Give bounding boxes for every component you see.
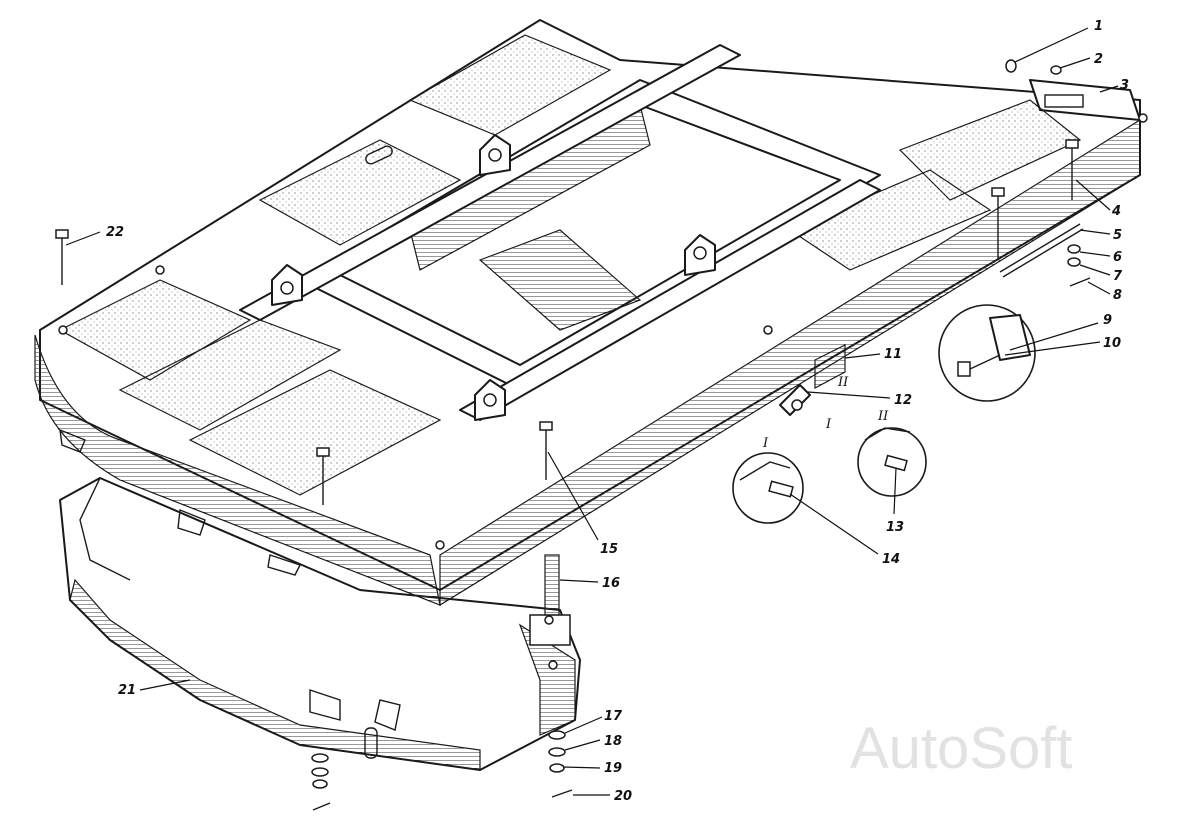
callout-19: 19 bbox=[604, 761, 622, 776]
callout-17: 17 bbox=[604, 709, 623, 724]
callout-22: 22 bbox=[106, 225, 124, 240]
callout-18: 18 bbox=[604, 734, 622, 749]
plate-11-12 bbox=[779, 344, 846, 416]
nuts-6-7 bbox=[1067, 244, 1091, 287]
counterweight-part-21 bbox=[59, 477, 581, 771]
detail-mark-I-frame: I bbox=[825, 417, 832, 432]
stud-16 bbox=[544, 554, 560, 616]
detail-circle-I bbox=[732, 452, 804, 524]
callout-labels: 1 2 3 4 5 6 7 8 9 10 11 12 13 14 15 16 1… bbox=[106, 19, 1129, 804]
detail-circle-9-10 bbox=[938, 304, 1036, 402]
callout-2: 2 bbox=[1094, 52, 1103, 67]
callout-5: 5 bbox=[1113, 228, 1122, 243]
washers-17-18-19 bbox=[311, 730, 573, 811]
rod-5 bbox=[999, 223, 1084, 278]
detail-mark-II-frame: II bbox=[837, 375, 849, 390]
callout-16: 16 bbox=[602, 576, 620, 591]
main-frame bbox=[34, 19, 1141, 607]
callout-11: 11 bbox=[884, 347, 902, 362]
callout-9: 9 bbox=[1103, 313, 1112, 328]
detail-mark-II-circle: II bbox=[877, 409, 889, 424]
bolt-4 bbox=[991, 139, 1079, 260]
callout-6: 6 bbox=[1113, 250, 1122, 265]
detail-mark-I-circle: I bbox=[762, 436, 769, 451]
leader-lines bbox=[65, 27, 1119, 796]
lifting-lug bbox=[271, 134, 716, 421]
bolt-22 bbox=[55, 229, 69, 285]
callout-12: 12 bbox=[894, 393, 912, 408]
callout-4: 4 bbox=[1111, 204, 1121, 219]
callout-10: 10 bbox=[1103, 336, 1121, 351]
callout-14: 14 bbox=[882, 552, 900, 567]
watermark: AutoSoft bbox=[850, 716, 1072, 781]
callout-15: 15 bbox=[600, 542, 618, 557]
bolts-1-2 bbox=[1005, 59, 1148, 123]
callout-1: 1 bbox=[1094, 19, 1103, 34]
callout-20: 20 bbox=[614, 789, 632, 804]
callout-8: 8 bbox=[1113, 288, 1122, 303]
bolt-15-left bbox=[316, 447, 330, 505]
bolt-15 bbox=[539, 421, 553, 480]
detail-circle-II bbox=[857, 427, 927, 497]
callout-13: 13 bbox=[886, 520, 904, 535]
callout-3: 3 bbox=[1120, 78, 1129, 93]
callout-7: 7 bbox=[1113, 269, 1123, 284]
callout-21: 21 bbox=[118, 683, 136, 698]
